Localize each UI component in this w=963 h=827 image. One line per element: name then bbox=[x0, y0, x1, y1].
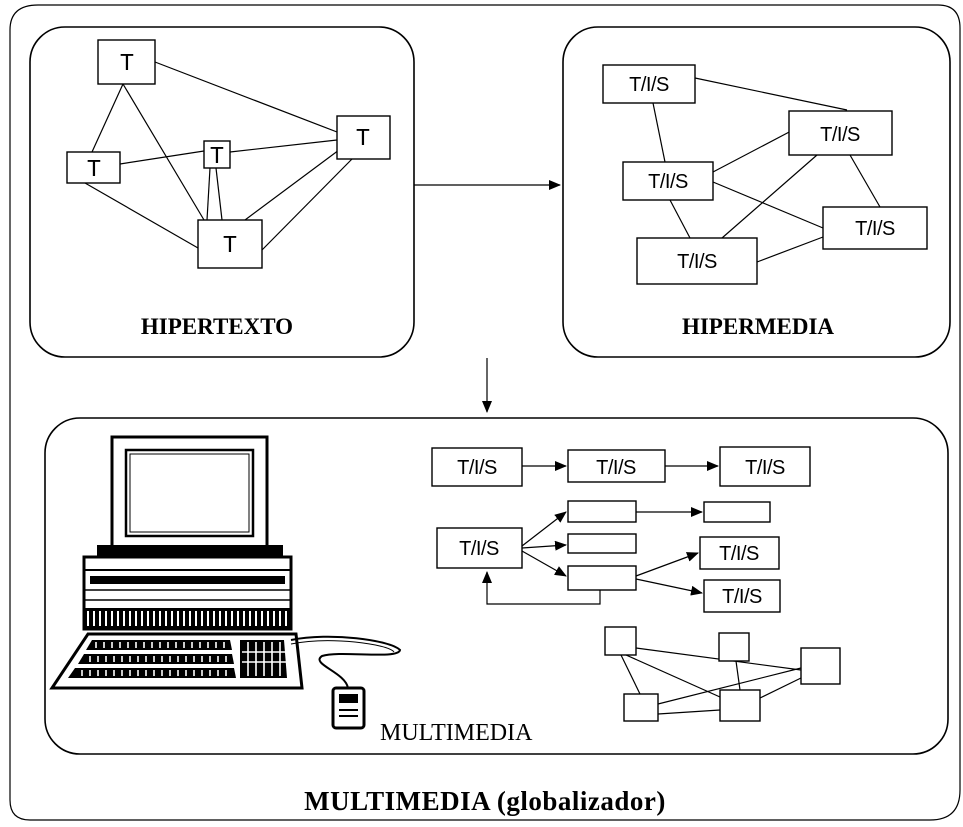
node-label: T/I/S bbox=[459, 538, 499, 560]
multimedia-node: T/I/S bbox=[703, 579, 781, 613]
node-label: T bbox=[120, 51, 134, 78]
computer-icon bbox=[49, 435, 402, 730]
hipermedia-node: T/I/S bbox=[636, 237, 758, 285]
branch-arrow bbox=[635, 552, 699, 577]
node-label: T/I/S bbox=[745, 457, 785, 479]
hipertexto-links bbox=[84, 61, 353, 251]
hipermedia-node: T/I/S bbox=[602, 64, 696, 104]
hipermedia-node: T/I/S bbox=[822, 206, 928, 250]
hipertexto-node: T bbox=[97, 39, 156, 85]
node-label: T/I/S bbox=[596, 457, 636, 479]
global-title: MULTIMEDIA (globalizador) bbox=[304, 786, 666, 816]
multimedia-branching: T/I/S T/I/S T/I/S bbox=[436, 500, 781, 613]
node-label: T bbox=[223, 233, 237, 260]
hipermedia-title: HIPERMEDIA bbox=[682, 314, 834, 339]
network-box bbox=[719, 689, 761, 722]
node-label: T/I/S bbox=[677, 251, 717, 273]
multimedia-node: T/I/S bbox=[431, 447, 523, 487]
node-label: T bbox=[210, 144, 224, 171]
node-label: T bbox=[356, 126, 370, 153]
hipertexto-frame bbox=[29, 26, 415, 358]
network-box bbox=[604, 626, 637, 656]
hipertexto-node: T bbox=[197, 219, 263, 269]
branch-box bbox=[567, 500, 637, 523]
branch-arrow bbox=[521, 550, 567, 577]
hipermedia-node: T/I/S bbox=[788, 110, 893, 156]
node-label: T bbox=[87, 157, 101, 184]
hipertexto-node: T bbox=[66, 151, 121, 184]
multimedia-node: T/I/S bbox=[567, 449, 666, 483]
multimedia-node: T/I/S bbox=[719, 446, 811, 487]
network-box bbox=[623, 693, 659, 722]
node-label: T/I/S bbox=[457, 457, 497, 479]
node-label: T/I/S bbox=[855, 218, 895, 240]
multimedia-panel: T/I/S T/I/S T/I/S T/I/S bbox=[44, 417, 949, 755]
hipertexto-node: T bbox=[203, 140, 231, 171]
branch-box bbox=[567, 533, 637, 554]
branch-arrow bbox=[521, 511, 567, 547]
multimedia-node: T/I/S bbox=[436, 527, 523, 569]
node-label: T/I/S bbox=[820, 124, 860, 146]
multimedia-sequence: T/I/S T/I/S T/I/S bbox=[431, 446, 811, 487]
network-box bbox=[800, 647, 841, 685]
branch-arrow bbox=[635, 578, 703, 596]
node-label: T/I/S bbox=[719, 543, 759, 565]
node-label: T/I/S bbox=[722, 586, 762, 608]
node-label: T/I/S bbox=[629, 74, 669, 96]
hipertexto-title: HIPERTEXTO bbox=[141, 314, 293, 339]
multimedia-node: T/I/S bbox=[699, 536, 780, 570]
hipermedia-node: T/I/S bbox=[622, 161, 714, 201]
outer-frame bbox=[9, 4, 961, 821]
branch-arrow bbox=[521, 540, 567, 551]
branch-box bbox=[567, 565, 637, 591]
hipermedia-panel: T/I/S T/I/S T/I/S T/I/S T/I/S HIPERMEDIA bbox=[562, 26, 951, 358]
branch-box bbox=[703, 501, 771, 523]
multimedia-network bbox=[604, 626, 841, 722]
network-box bbox=[718, 632, 750, 662]
hipermedia-links bbox=[652, 77, 881, 263]
hipertexto-node: T bbox=[336, 115, 391, 160]
node-label: T/I/S bbox=[648, 171, 688, 193]
loop-back-arrow bbox=[482, 571, 601, 605]
hipertexto-panel: T T T T T HIPERTEXTO bbox=[29, 26, 415, 358]
multimedia-title: MULTIMEDIA bbox=[380, 720, 533, 746]
